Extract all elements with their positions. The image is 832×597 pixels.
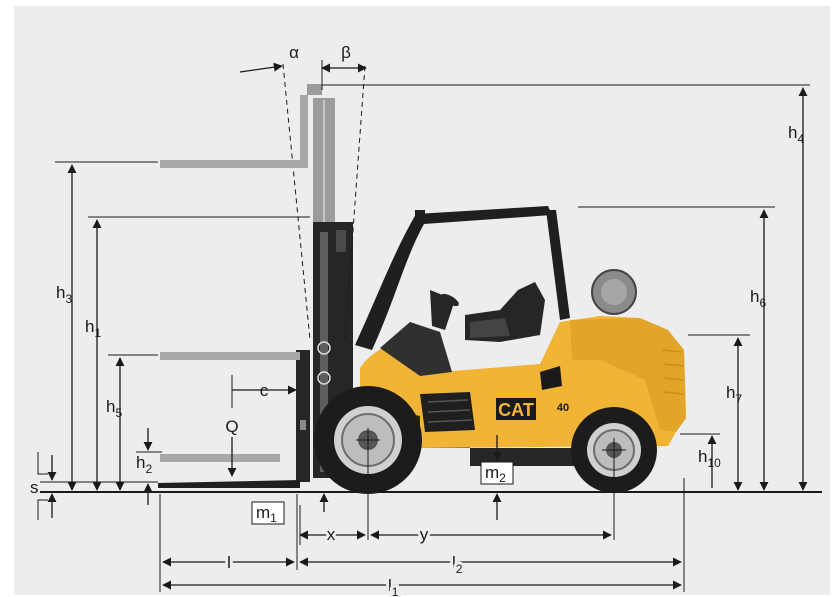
tilt-back-line (344, 65, 366, 341)
label-h5: h5 (106, 397, 122, 420)
label-s: s (30, 478, 39, 497)
fork-raised-top (160, 95, 308, 168)
label-m2: m2 (485, 463, 506, 485)
dimension-lines (37, 62, 810, 592)
logo-model: 40 (557, 402, 569, 414)
label-h2: h2 (136, 453, 152, 476)
logo-brand: CAT (498, 400, 534, 420)
label-h7: h7 (726, 383, 742, 406)
fork-raised-mid (160, 352, 300, 360)
label-m1: m1 (256, 503, 277, 525)
label-h1: h1 (85, 317, 101, 340)
label-x: x (327, 525, 336, 544)
label-y: y (420, 525, 429, 544)
label-h3: h3 (56, 283, 72, 306)
label-h4: h4 (788, 123, 804, 146)
label-h10: h10 (698, 447, 721, 470)
label-c: c (260, 381, 269, 400)
label-h6: h6 (750, 287, 766, 310)
background-panel (14, 6, 830, 595)
fork-ground (158, 480, 300, 488)
label-beta: β (341, 43, 351, 62)
overhead-guard (355, 206, 570, 350)
tilt-forward-line (282, 63, 311, 341)
label-Q: Q (225, 417, 238, 436)
label-alpha: α (289, 43, 299, 62)
brand-logo: CAT 40 (496, 398, 569, 428)
label-l: l (227, 553, 231, 572)
fork-carriage (296, 350, 310, 482)
side-indicator (540, 366, 562, 390)
extended-mast-top (307, 84, 322, 95)
fork-low (160, 454, 280, 462)
counterweight (570, 318, 686, 432)
